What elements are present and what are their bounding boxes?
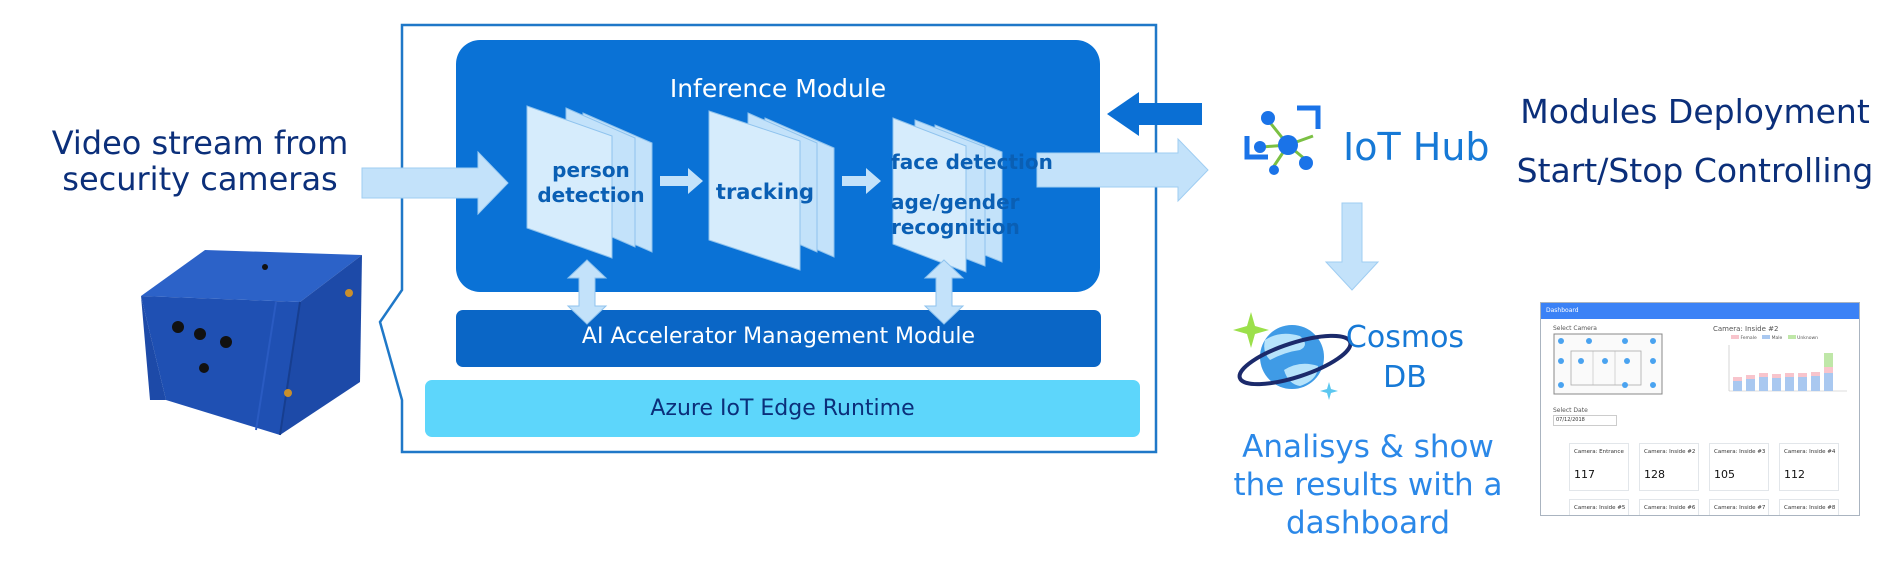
dashboard-card: Camera: Inside #4 112 bbox=[1779, 443, 1839, 491]
video-stream-line2: security cameras bbox=[62, 160, 338, 198]
edge-device-frame bbox=[378, 23, 1158, 454]
tracking-label: tracking bbox=[715, 180, 815, 204]
dashboard-floor-plan bbox=[1553, 333, 1663, 395]
card-label: Camera: Inside #3 bbox=[1714, 449, 1766, 455]
card-label: Camera: Inside #8 bbox=[1784, 505, 1836, 511]
runtime-box bbox=[425, 380, 1140, 437]
card-label: Camera: Inside #4 bbox=[1784, 449, 1836, 455]
analysis-line3: dashboard bbox=[1286, 505, 1450, 541]
dashboard-card: Camera: Entrance 117 bbox=[1569, 443, 1629, 491]
face-age-stack bbox=[892, 117, 1003, 273]
age-gender-label: age/gender recognition bbox=[891, 190, 1020, 240]
dashboard-select-camera: Select Camera bbox=[1553, 325, 1597, 332]
dashboard-thumbnail: Dashboard Select Camera Camera: Inside #… bbox=[1540, 302, 1860, 516]
tracking-to-face-arrow bbox=[842, 168, 881, 194]
face-detection-label: face detection bbox=[891, 150, 1053, 174]
accelerator-module-box bbox=[456, 310, 1101, 367]
iothub-to-edge-arrow bbox=[1107, 92, 1202, 136]
dashboard-legend-unknown: Unknown bbox=[1797, 336, 1819, 341]
edge-hardware-box-image bbox=[141, 250, 362, 436]
card-label: Camera: Inside #5 bbox=[1574, 505, 1626, 511]
analysis-line2: the results with a bbox=[1233, 467, 1503, 503]
dashboard-date-input: 07/12/2018 bbox=[1553, 415, 1617, 426]
person-detection-line1: person bbox=[552, 158, 630, 182]
analysis-line1: Analisys & show bbox=[1242, 429, 1494, 465]
video-stream-label: Video stream from security cameras bbox=[30, 125, 370, 197]
cosmos-db-line2: DB bbox=[1383, 360, 1427, 395]
dashboard-card: Camera: Inside #5 bbox=[1569, 499, 1629, 515]
iothub-to-cosmos-arrow bbox=[1324, 202, 1380, 291]
iothub-icon bbox=[1244, 105, 1321, 175]
dashboard-date-value: 07/12/2018 bbox=[1556, 417, 1585, 423]
deployment-line1: Modules Deployment bbox=[1520, 92, 1870, 131]
person-detection-label: person detection bbox=[536, 158, 646, 208]
person-detection-stack bbox=[526, 105, 653, 259]
dashboard-card: Camera: Inside #6 bbox=[1639, 499, 1699, 515]
age-gender-line1: age/gender bbox=[891, 190, 1020, 214]
cosmos-db-label: Cosmos DB bbox=[1340, 318, 1470, 398]
accelerator-module-label: AI Accelerator Management Module bbox=[581, 324, 976, 349]
dashboard-bar-chart bbox=[1728, 345, 1847, 392]
inference-module-title: Inference Module bbox=[669, 74, 887, 103]
card-label: Camera: Inside #7 bbox=[1714, 505, 1766, 511]
cosmos-db-line1: Cosmos bbox=[1345, 320, 1465, 355]
age-gender-line2: recognition bbox=[891, 215, 1020, 239]
runtime-label: Azure IoT Edge Runtime bbox=[650, 396, 915, 421]
iothub-label: IoT Hub bbox=[1343, 125, 1490, 169]
deployment-line2: Start/Stop Controlling bbox=[1516, 151, 1874, 190]
person-to-tracking-arrow bbox=[660, 168, 703, 194]
deployment-label: Modules Deployment Start/Stop Controllin… bbox=[1505, 82, 1885, 200]
person-accelerator-double-arrow bbox=[566, 259, 608, 325]
card-value: 128 bbox=[1644, 468, 1665, 481]
dashboard-select-date: Select Date bbox=[1553, 407, 1588, 414]
dashboard-legend: Female Male Unknown bbox=[1731, 335, 1818, 341]
dashboard-card: Camera: Inside #3 105 bbox=[1709, 443, 1769, 491]
video-input-arrow bbox=[361, 150, 509, 216]
card-value: 105 bbox=[1714, 468, 1735, 481]
cosmos-db-icon bbox=[1233, 312, 1353, 400]
card-label: Camera: Inside #2 bbox=[1644, 449, 1696, 455]
dashboard-chart-title: Camera: Inside #2 bbox=[1713, 325, 1779, 333]
analysis-label: Analisys & show the results with a dashb… bbox=[1218, 428, 1518, 542]
dashboard-legend-female: Female bbox=[1740, 336, 1757, 341]
card-value: 117 bbox=[1574, 468, 1595, 481]
card-label: Camera: Entrance bbox=[1574, 449, 1624, 455]
tracking-stack bbox=[708, 110, 835, 271]
face-accelerator-double-arrow bbox=[923, 259, 965, 325]
dashboard-card: Camera: Inside #2 128 bbox=[1639, 443, 1699, 491]
card-label: Camera: Inside #6 bbox=[1644, 505, 1696, 511]
dashboard-card: Camera: Inside #8 bbox=[1779, 499, 1839, 515]
output-to-iothub-arrow bbox=[1036, 137, 1209, 203]
dashboard-card: Camera: Inside #7 bbox=[1709, 499, 1769, 515]
person-detection-line2: detection bbox=[537, 183, 645, 207]
card-value: 112 bbox=[1784, 468, 1805, 481]
dashboard-title-bar: Dashboard bbox=[1541, 303, 1859, 319]
dashboard-legend-male: Male bbox=[1771, 336, 1783, 341]
video-stream-line1: Video stream from bbox=[51, 124, 349, 162]
